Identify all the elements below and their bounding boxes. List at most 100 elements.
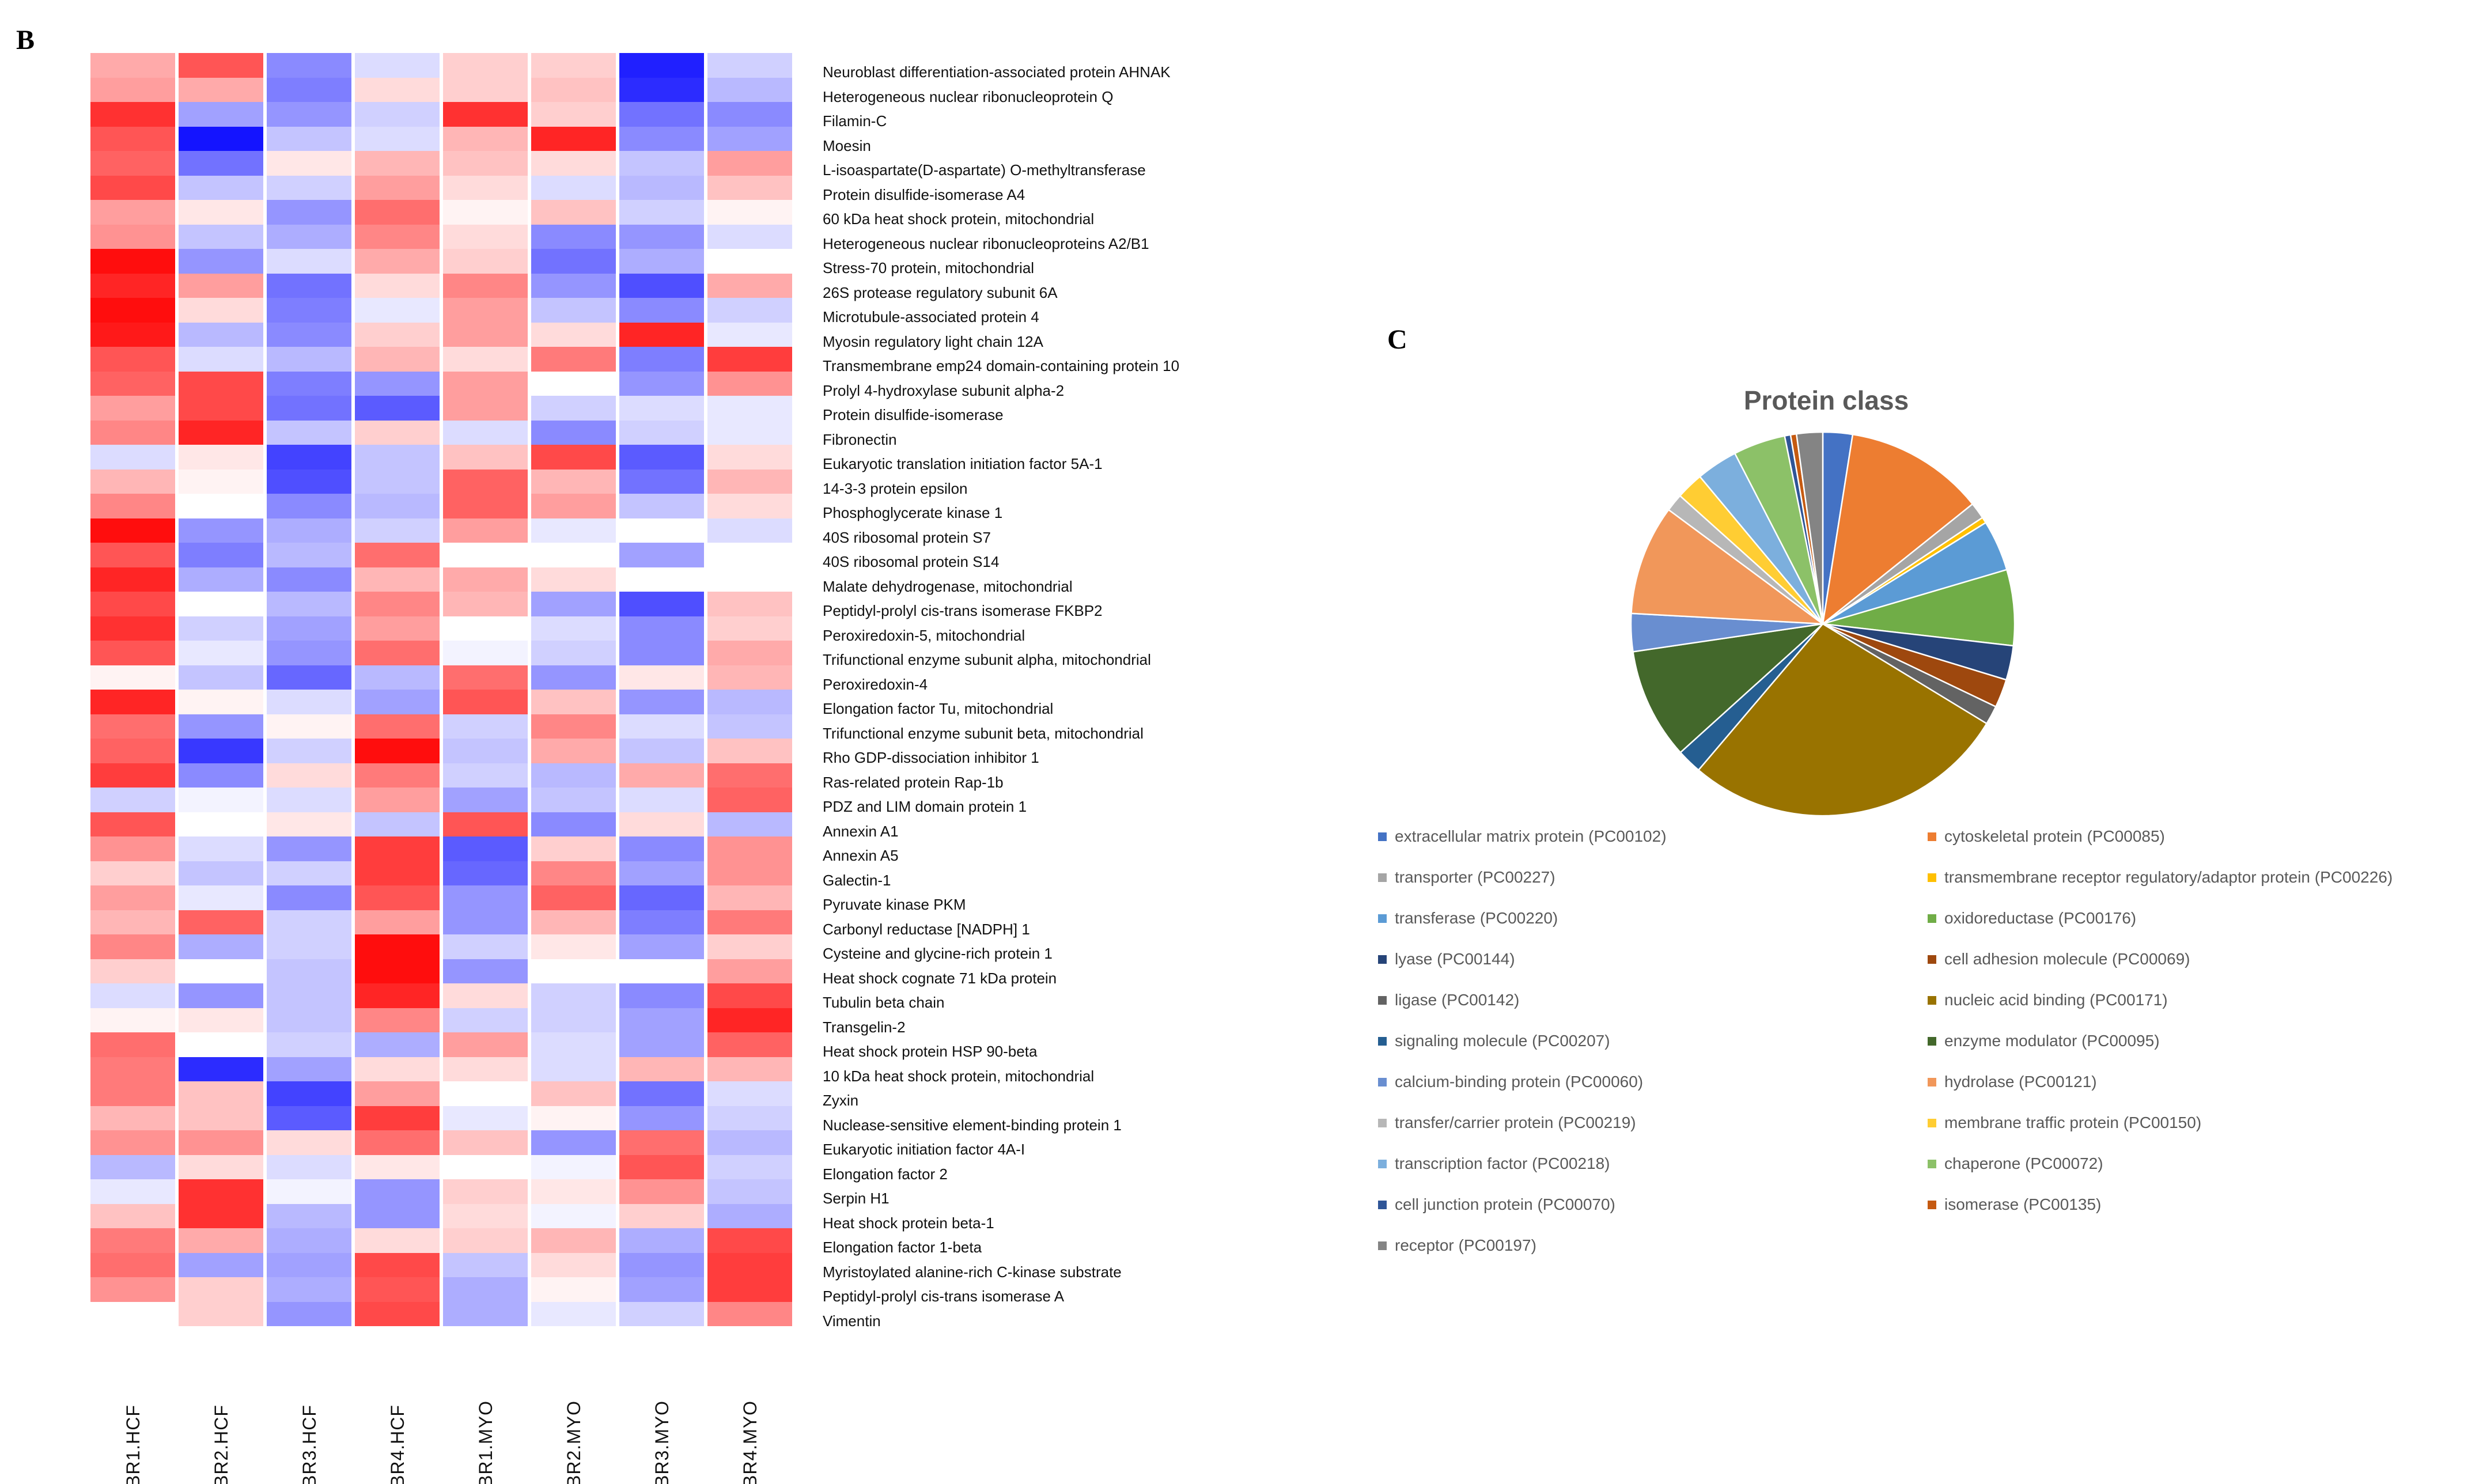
heatmap-cell: [619, 1106, 704, 1130]
heatmap-cell: [443, 298, 528, 323]
heatmap-row-label: Phosphoglycerate kinase 1: [823, 504, 1003, 521]
heatmap-cell: [90, 420, 175, 445]
heatmap-cell: [443, 1277, 528, 1302]
heatmap-cell: [179, 567, 263, 592]
heatmap-cell: [531, 1301, 616, 1326]
heatmap-cell: [179, 371, 263, 396]
heatmap-cell: [443, 1228, 528, 1253]
heatmap-cell: [619, 885, 704, 910]
heatmap-cell: [707, 396, 792, 421]
heatmap-cell: [267, 543, 351, 567]
legend-color-marker: [1378, 832, 1387, 841]
heatmap-cell: [707, 494, 792, 518]
panel-b-label: B: [16, 25, 35, 55]
legend-label: nucleic acid binding (PC00171): [1944, 991, 2168, 1009]
heatmap-cell: [443, 322, 528, 347]
heatmap-cell: [531, 567, 616, 592]
heatmap-cell: [267, 714, 351, 739]
heatmap-cell: [619, 1203, 704, 1228]
heatmap-cell: [443, 371, 528, 396]
heatmap-cell: [707, 1032, 792, 1057]
heatmap-cell: [179, 1301, 263, 1326]
heatmap-cell: [707, 1106, 792, 1130]
heatmap-row-label: Peroxiredoxin-4: [823, 675, 928, 693]
heatmap-cell: [90, 77, 175, 102]
heatmap-cell: [355, 836, 440, 861]
heatmap-cell: [90, 983, 175, 1008]
heatmap-cell: [90, 469, 175, 494]
heatmap-cell: [355, 934, 440, 959]
heatmap-cell: [267, 445, 351, 470]
heatmap-cell: [355, 1203, 440, 1228]
heatmap-cell: [90, 224, 175, 249]
heatmap-cell: [355, 763, 440, 788]
heatmap-cell: [90, 788, 175, 812]
legend-item: cytoskeletal protein (PC00085): [1928, 828, 2393, 845]
legend-item: transfer/carrier protein (PC00219): [1378, 1114, 1667, 1131]
heatmap-cell: [531, 861, 616, 885]
heatmap-cell: [531, 1228, 616, 1253]
heatmap-cell: [355, 543, 440, 567]
heatmap-cell: [267, 518, 351, 543]
heatmap-cell: [707, 1008, 792, 1032]
heatmap-row-label: 26S protease regulatory subunit 6A: [823, 283, 1058, 301]
heatmap-column-label: BR1.HCF: [122, 1404, 143, 1484]
heatmap-cell: [179, 665, 263, 690]
heatmap-cell: [90, 836, 175, 861]
heatmap-cell: [267, 1301, 351, 1326]
heatmap-cell: [179, 616, 263, 641]
heatmap-cell: [707, 934, 792, 959]
heatmap-row-label: Myristoylated alanine-rich C-kinase subs…: [823, 1263, 1122, 1281]
heatmap-cell: [707, 518, 792, 543]
heatmap-cell: [619, 1008, 704, 1032]
heatmap-cell: [619, 273, 704, 298]
heatmap-row-label: 40S ribosomal protein S14: [823, 553, 1000, 570]
heatmap-cell: [531, 592, 616, 616]
heatmap-column-label: BR3.HCF: [298, 1404, 320, 1484]
heatmap-cell: [355, 1130, 440, 1155]
heatmap-cell: [531, 1008, 616, 1032]
heatmap-cell: [619, 543, 704, 567]
heatmap-cell: [179, 273, 263, 298]
heatmap-cell: [355, 126, 440, 151]
heatmap-row-label: Annexin A5: [823, 847, 899, 864]
heatmap-cell: [619, 445, 704, 470]
heatmap-cell: [619, 126, 704, 151]
heatmap-cell: [267, 788, 351, 812]
heatmap-cell: [267, 200, 351, 225]
heatmap-cell: [267, 1252, 351, 1277]
heatmap-cell: [179, 861, 263, 885]
heatmap-cell: [355, 641, 440, 665]
heatmap-cell: [267, 102, 351, 127]
heatmap-cell: [179, 543, 263, 567]
heatmap-cell: [267, 763, 351, 788]
heatmap-cell: [179, 151, 263, 176]
heatmap-cell: [267, 53, 351, 78]
heatmap-cell: [179, 1032, 263, 1057]
legend-label: cell junction protein (PC00070): [1395, 1195, 1615, 1213]
heatmap-cell: [179, 592, 263, 616]
heatmap-cell: [90, 714, 175, 739]
heatmap-row-label: Trifunctional enzyme subunit alpha, mito…: [823, 651, 1151, 668]
heatmap-cell: [179, 1154, 263, 1179]
heatmap-cell: [531, 812, 616, 836]
heatmap-cell: [443, 690, 528, 714]
heatmap-row-label: 14-3-3 protein epsilon: [823, 479, 968, 497]
heatmap-cell: [707, 469, 792, 494]
heatmap-cell: [90, 126, 175, 151]
heatmap-cell: [619, 714, 704, 739]
heatmap-cell: [531, 102, 616, 127]
heatmap-cell: [443, 151, 528, 176]
heatmap-row-label: 60 kDa heat shock protein, mitochondrial: [823, 210, 1095, 228]
heatmap-cell: [267, 1179, 351, 1204]
heatmap-cell: [267, 151, 351, 176]
heatmap-cell: [267, 322, 351, 347]
heatmap-cell: [619, 665, 704, 690]
heatmap-cell: [267, 836, 351, 861]
heatmap-row-label: PDZ and LIM domain protein 1: [823, 798, 1027, 815]
heatmap-row-label: Elongation factor 2: [823, 1165, 948, 1183]
heatmap-cell: [179, 910, 263, 934]
heatmap-cell: [355, 53, 440, 78]
legend-color-marker: [1378, 873, 1387, 882]
heatmap-cell: [707, 200, 792, 225]
